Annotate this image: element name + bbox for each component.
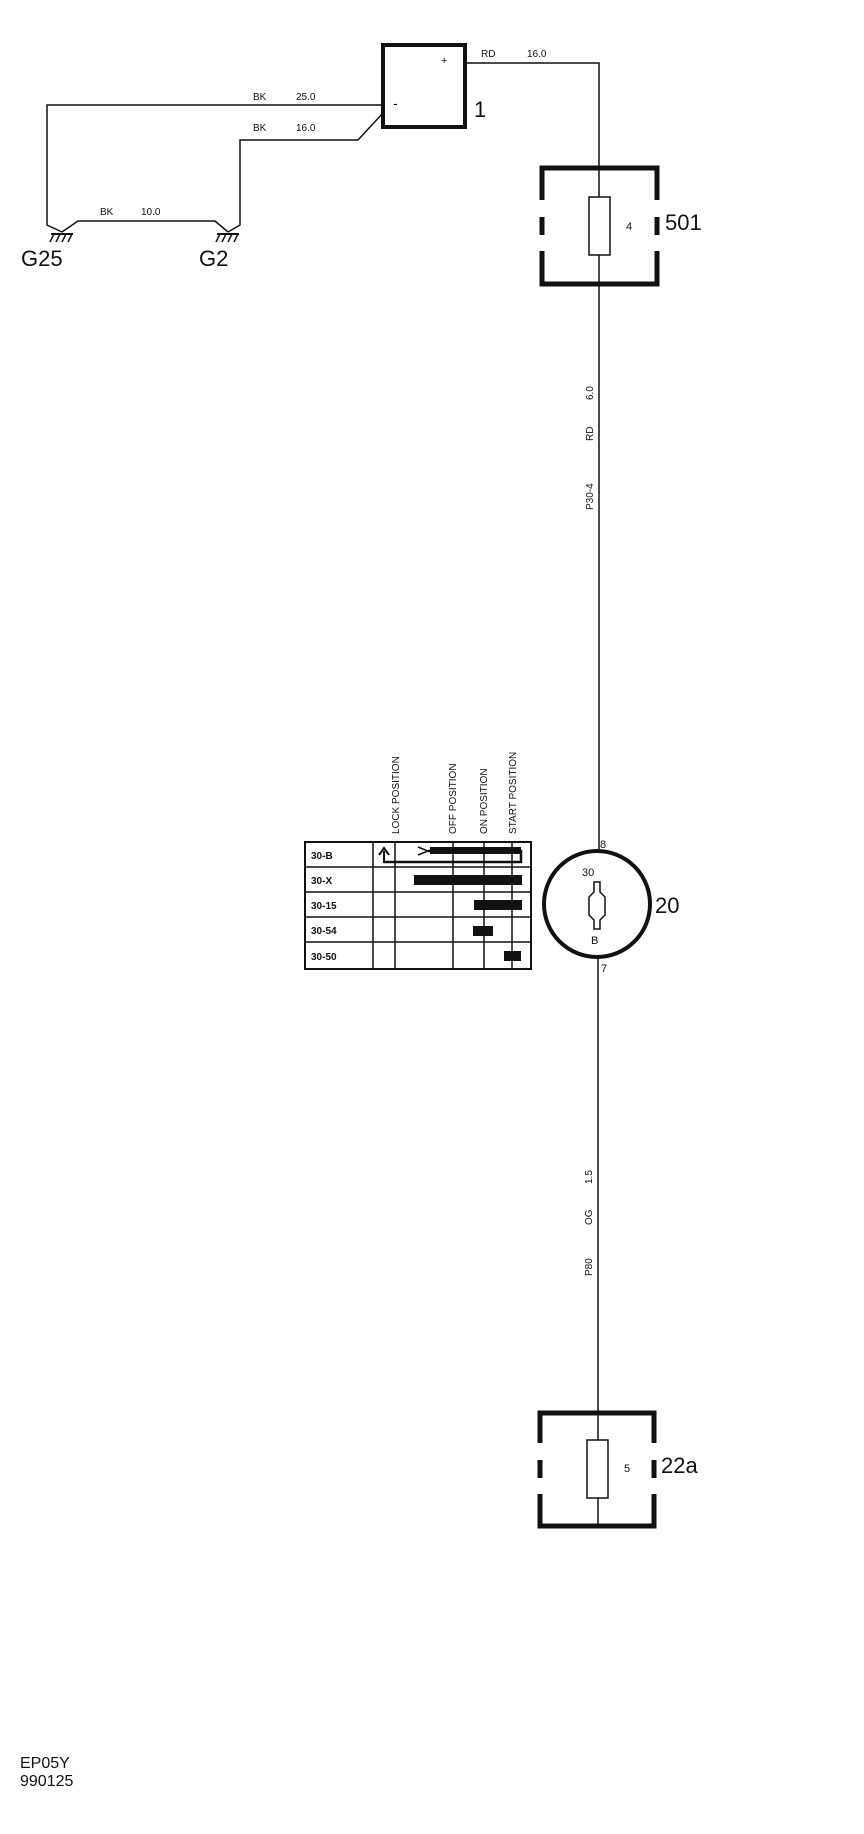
table-col-on-position: ON POSITION [479, 768, 490, 834]
battery-minus-terminal: - [393, 95, 398, 111]
switch-terminal-b-label: B [591, 935, 598, 947]
wire-battery-neg-g2 [227, 112, 384, 233]
wire-neg-g2-color: BK [253, 123, 267, 134]
table-col-lock-position: LOCK POSITION [391, 756, 402, 834]
fuse-5-icon [586, 1439, 609, 1499]
battery-id: 1 [474, 97, 486, 122]
wire-battery-neg-g25 [46, 104, 383, 233]
wire-neg-g2-size: 16.0 [296, 123, 316, 134]
wire-neg-g25-size: 25.0 [296, 92, 316, 103]
table-row-30-50: 30-50 [311, 952, 337, 963]
wire-switch-to-fuse-circuit: P80 [584, 1258, 595, 1276]
table-row-30-54: 30-54 [311, 926, 337, 937]
wire-neg-g25-color: BK [253, 92, 267, 103]
wire-fuse-to-switch-color: RD [585, 427, 596, 441]
wire-battery-positive-color: RD [481, 49, 495, 60]
wire-fuse-to-switch-circuit: P30-4 [585, 483, 596, 510]
switch-pin-top: 8 [600, 839, 606, 851]
bar-30-15 [474, 900, 522, 910]
table-col-start-position: START POSITION [508, 752, 519, 834]
bar-30-x [414, 875, 522, 885]
table-row-30-x: 30-X [311, 876, 332, 887]
switch-pin-bottom: 7 [601, 963, 607, 975]
ignition-switch-20[interactable]: 30 B 8 7 20 [542, 839, 679, 975]
wire-battery-positive [465, 62, 600, 168]
document-code-id: EP05Y [20, 1755, 70, 1772]
wire-battery-positive-size: 16.0 [527, 49, 547, 60]
wire-ground-link-size: 10.0 [141, 207, 161, 218]
switch-terminal-30-label: 30 [582, 867, 594, 879]
ground-g2-label: G2 [199, 246, 228, 271]
ground-g25: G25 [21, 233, 73, 271]
bar-30-54 [473, 926, 493, 936]
table-row-30-15: 30-15 [311, 901, 337, 912]
fuse-4-icon [588, 196, 611, 256]
ignition-switch-id: 20 [655, 893, 679, 918]
wire-ground-link-color: BK [100, 207, 114, 218]
fuse-box-22a[interactable]: 5 22a [537, 1410, 698, 1529]
bar-30-b [430, 847, 521, 854]
fuse-box-22a-fuse-number: 5 [624, 1463, 630, 1475]
document-code: EP05Y 990125 [20, 1755, 73, 1791]
wire-fuse-to-switch-size: 6.0 [585, 386, 596, 400]
wire-ground-link [61, 220, 229, 233]
battery[interactable]: + - 1 [381, 43, 486, 129]
ground-g25-label: G25 [21, 246, 63, 271]
battery-plus-terminal: + [441, 55, 447, 67]
bar-30-50 [504, 951, 521, 961]
key-slot-icon [588, 881, 606, 930]
wire-switch-to-fuse-color: OG [584, 1209, 595, 1225]
wire-switch-to-fuse-size: 1.5 [584, 1170, 595, 1184]
switch-position-table: 30-B 30-X 30-15 30-54 30-50 LOCK POSITIO… [304, 752, 532, 970]
fuse-box-501[interactable]: 4 501 [539, 165, 702, 287]
ground-g2: G2 [199, 233, 239, 271]
fuse-box-22a-id: 22a [661, 1453, 698, 1478]
fuse-box-501-fuse-number: 4 [626, 221, 632, 233]
table-col-off-position: OFF POSITION [448, 763, 459, 834]
document-code-date: 990125 [20, 1773, 74, 1790]
fuse-box-501-id: 501 [665, 210, 702, 235]
table-row-30-b: 30-B [311, 851, 333, 862]
